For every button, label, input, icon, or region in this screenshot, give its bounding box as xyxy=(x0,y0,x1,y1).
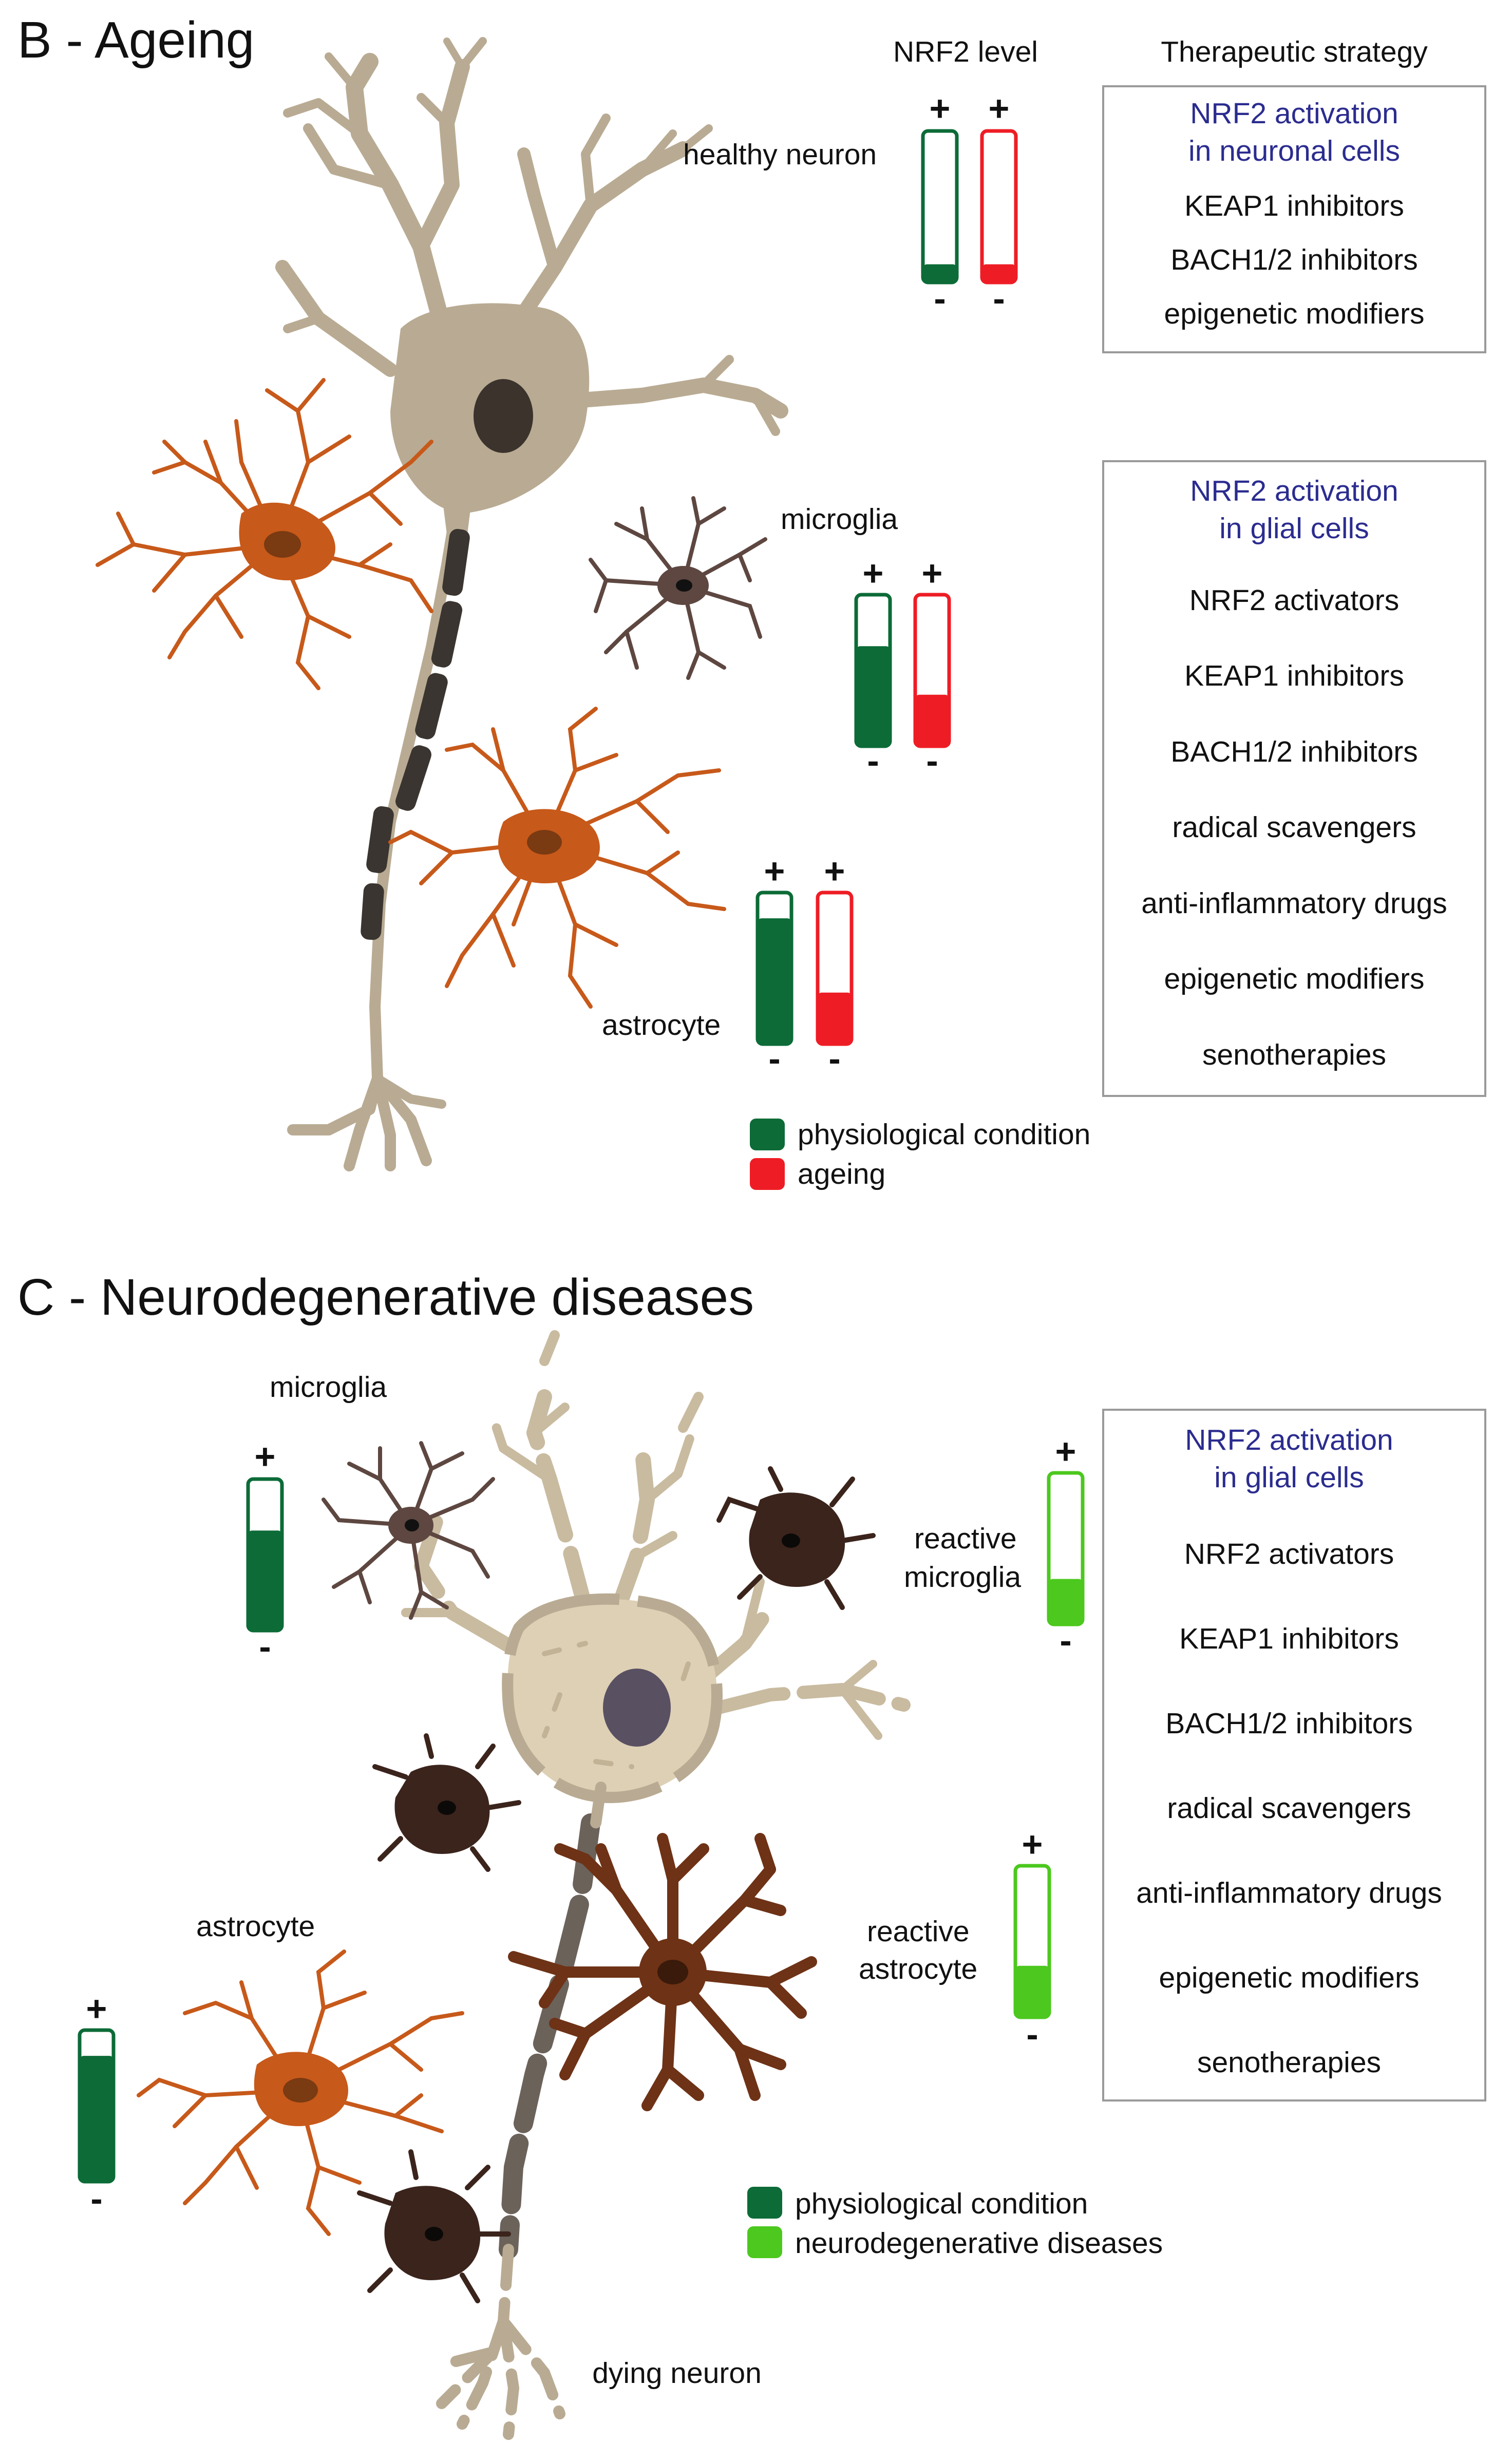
fill-astrocyte-physiological xyxy=(758,918,791,1044)
strategy-item: senotherapies xyxy=(1202,1038,1386,1071)
label-astrocyte-c: astrocyte xyxy=(196,1910,315,1943)
label-dying-neuron: dying neuron xyxy=(592,2357,762,2390)
plus-sign: + xyxy=(989,88,1010,128)
plus-sign: + xyxy=(824,851,845,891)
plus-sign: + xyxy=(764,851,785,891)
bar-healthy-neuron-ageing xyxy=(980,129,1018,285)
plus-sign: + xyxy=(1022,1824,1043,1864)
strategy-item: epigenetic modifiers xyxy=(1164,962,1425,995)
fill-reactive-microglia xyxy=(1049,1579,1083,1624)
nrf2-bars-panel-b: healthy neuron + + - - microglia + + - -… xyxy=(602,88,1018,1078)
dying-neuron-nucleus xyxy=(603,1669,671,1747)
strategy-item: BACH1/2 inhibitors xyxy=(1170,243,1418,276)
plus-sign: + xyxy=(86,1989,107,2029)
minus-sign: - xyxy=(90,2179,102,2219)
nrf2-level-header: NRF2 level xyxy=(893,35,1038,68)
legend-panel-c: physiological condition neurodegenerativ… xyxy=(747,2187,1163,2260)
strategy-item: BACH1/2 inhibitors xyxy=(1170,735,1418,768)
strategy-item: epigenetic modifiers xyxy=(1164,297,1425,330)
panel-c: C - Neurodegenerative diseases xyxy=(17,1269,1486,2440)
minus-sign: - xyxy=(867,741,879,781)
bar-healthy-neuron-physiological xyxy=(921,129,959,285)
astrocyte-illustration-c xyxy=(137,1949,464,2236)
plus-sign: + xyxy=(863,553,884,593)
strategy-item: KEAP1 inhibitors xyxy=(1184,659,1404,692)
fill-microglia-physiological xyxy=(856,646,890,746)
strategy-item: NRF2 activators xyxy=(1184,1538,1394,1570)
microglia-illustration-c xyxy=(322,1441,495,1620)
fill-astrocyte-ageing xyxy=(818,992,852,1044)
strategy-item: KEAP1 inhibitors xyxy=(1184,190,1404,222)
strategy-item: radical scavengers xyxy=(1167,1792,1411,1825)
legend-label-physiological: physiological condition xyxy=(798,1118,1090,1151)
fill-reactive-astrocyte xyxy=(1015,1965,1049,2017)
strategy-box-glial-b: NRF2 activation in glial cells NRF2 acti… xyxy=(1102,460,1486,1097)
healthy-neuron-illustration xyxy=(275,37,788,1171)
strategy-item: epigenetic modifiers xyxy=(1159,1961,1420,1994)
astrocyte-illustration-b2 xyxy=(388,707,726,1009)
fill-astrocyte-c xyxy=(80,2056,114,2182)
reactive-astrocyte-illustration xyxy=(508,1833,817,2111)
legend-swatch-physiological xyxy=(750,1119,785,1150)
legend-label-physiological: physiological condition xyxy=(795,2187,1088,2220)
box-title-line2: in neuronal cells xyxy=(1188,135,1400,167)
strategy-item: radical scavengers xyxy=(1172,811,1416,844)
plus-sign: + xyxy=(930,88,951,128)
therapeutic-strategy-header: Therapeutic strategy xyxy=(1161,35,1428,68)
box-title-line1: NRF2 activation xyxy=(1185,1424,1393,1456)
label-reactive-astrocyte-2: astrocyte xyxy=(859,1953,977,1985)
nrf2-bars-panel-c: microglia + - reactive microglia + - ast… xyxy=(78,1371,1085,2390)
minus-sign: - xyxy=(1026,2014,1038,2054)
minus-sign: - xyxy=(934,278,946,318)
minus-sign: - xyxy=(259,1626,271,1667)
minus-sign: - xyxy=(768,1038,780,1078)
strategy-box-neuronal: NRF2 activation in neuronal cells KEAP1 … xyxy=(1102,85,1486,353)
fill-healthy-neuron-physiological xyxy=(923,264,957,282)
label-astrocyte-b: astrocyte xyxy=(602,1009,721,1042)
label-reactive-microglia-1: reactive xyxy=(914,1522,1017,1555)
label-microglia-c: microglia xyxy=(270,1371,387,1404)
panel-b: B - Ageing NRF2 level Therapeutic strate… xyxy=(17,11,1486,1190)
strategy-item: senotherapies xyxy=(1197,2046,1381,2079)
minus-sign: - xyxy=(993,278,1005,318)
panel-c-title: C - Neurodegenerative diseases xyxy=(17,1269,754,1326)
strategy-item: KEAP1 inhibitors xyxy=(1179,1622,1399,1655)
legend-swatch-physiological xyxy=(747,2187,782,2219)
plus-sign: + xyxy=(922,553,943,593)
healthy-neuron-nucleus xyxy=(474,379,533,453)
minus-sign: - xyxy=(1060,1620,1071,1660)
legend-swatch-neurodegenerative xyxy=(747,2226,782,2258)
strategy-item: anti-inflammatory drugs xyxy=(1136,1877,1442,1909)
strategy-item: BACH1/2 inhibitors xyxy=(1165,1707,1413,1740)
legend-label-neurodegenerative: neurodegenerative diseases xyxy=(795,2227,1163,2260)
strategy-item: NRF2 activators xyxy=(1189,584,1400,617)
label-healthy-neuron: healthy neuron xyxy=(683,138,877,171)
box-title-line2: in glial cells xyxy=(1219,512,1369,545)
box-title-line1: NRF2 activation xyxy=(1190,97,1398,130)
legend-label-ageing: ageing xyxy=(798,1158,885,1190)
strategy-box-glial-c: NRF2 activation in glial cells NRF2 acti… xyxy=(1102,1409,1486,2102)
strategy-item: anti-inflammatory drugs xyxy=(1141,887,1447,920)
microglia-illustration-b xyxy=(589,496,767,680)
fill-healthy-neuron-ageing xyxy=(982,264,1016,282)
fill-microglia-c xyxy=(248,1530,282,1631)
panel-b-title: B - Ageing xyxy=(17,11,254,69)
label-reactive-microglia-2: microglia xyxy=(904,1561,1021,1594)
minus-sign: - xyxy=(926,741,938,781)
box-title-line2: in glial cells xyxy=(1214,1461,1364,1494)
legend-swatch-ageing xyxy=(750,1158,785,1190)
legend-panel-b: physiological condition ageing xyxy=(750,1118,1090,1190)
plus-sign: + xyxy=(1055,1431,1076,1471)
fill-microglia-ageing xyxy=(915,694,949,746)
dying-neuron-illustration xyxy=(401,1330,911,2440)
astrocyte-illustration-b1 xyxy=(96,378,433,690)
label-microglia-b: microglia xyxy=(781,503,898,536)
box-title-line1: NRF2 activation xyxy=(1190,475,1398,507)
label-reactive-astrocyte-1: reactive xyxy=(867,1915,970,1948)
plus-sign: + xyxy=(255,1436,276,1476)
minus-sign: - xyxy=(828,1038,840,1078)
reactive-microglia-illustration xyxy=(357,1466,876,2303)
